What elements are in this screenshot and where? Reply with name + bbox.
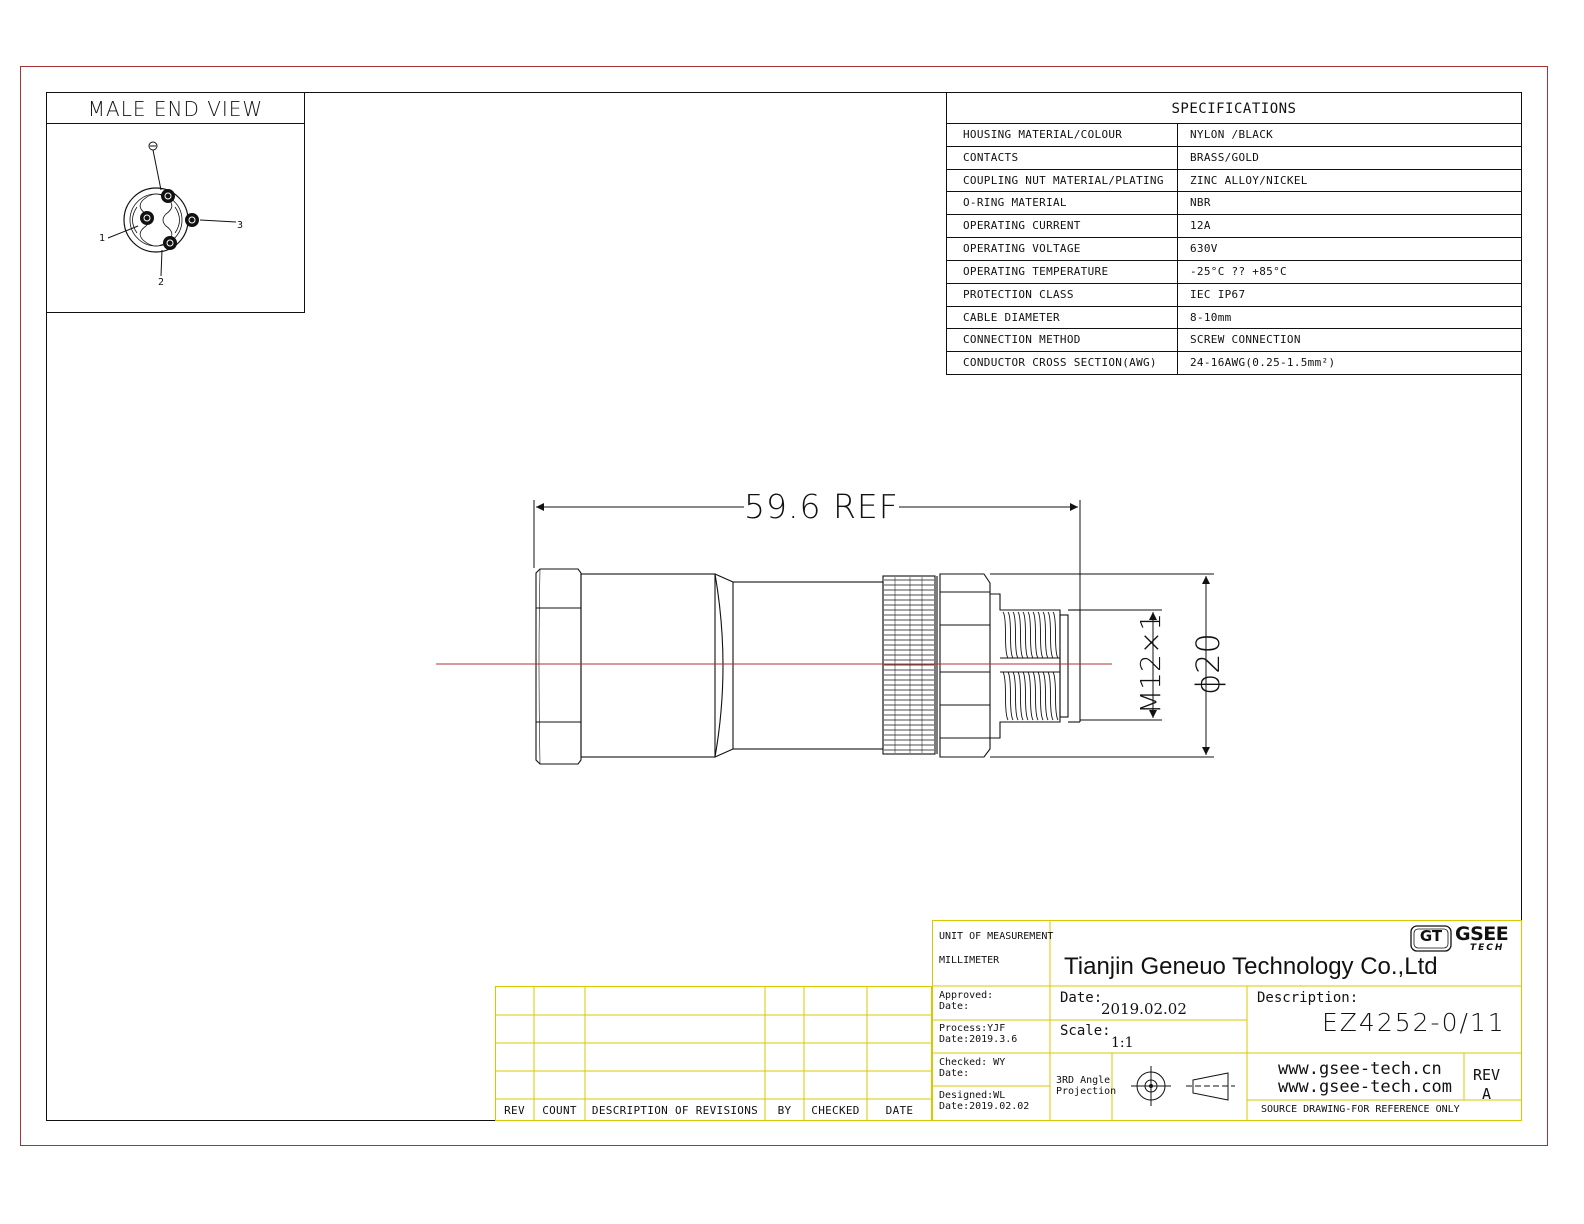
spec-row-divider (947, 214, 1521, 216)
rev-col-count: COUNT (542, 1104, 577, 1117)
rev-col-date: DATE (885, 1104, 914, 1117)
spec-row-divider (947, 282, 1521, 284)
rev-col-rev: REV (504, 1104, 525, 1117)
male-end-view-title: MALE END VIEW (87, 97, 264, 121)
spec-label: PROTECTION CLASS (963, 287, 1074, 301)
date-value: 2019.02.02 (1101, 1000, 1187, 1018)
spec-value: SCREW CONNECTION (1190, 333, 1301, 347)
pin-label-1: 1 (99, 233, 106, 244)
spec-value: 12A (1190, 219, 1211, 233)
approved-label: Approved: (939, 990, 994, 1001)
designed-date: Date:2019.02.02 (939, 1101, 1030, 1112)
pin-label-3: 3 (237, 220, 244, 231)
spec-value: 24-16AWG(0.25-1.5mm²) (1190, 356, 1336, 370)
spec-row-divider (947, 305, 1521, 307)
checked-date: Date: (939, 1068, 970, 1079)
spec-value: 8-10mm (1190, 310, 1232, 324)
diameter-dimension: ϕ20 (1189, 633, 1227, 695)
scale-label: Scale: (1060, 1023, 1111, 1039)
title-block (932, 920, 1522, 1121)
company-name: Tianjin Geneuo Technology Co.,Ltd (1064, 953, 1438, 980)
spec-label: CABLE DIAMETER (963, 310, 1060, 324)
rev-col-checked: CHECKED (811, 1104, 860, 1117)
logo-subtext: TECH (1470, 943, 1505, 953)
unit-label: UNIT OF MEASUREMENT (939, 931, 1054, 942)
spec-row-divider (947, 191, 1521, 193)
projection-label-2: Projection (1056, 1086, 1117, 1097)
spec-row-divider (947, 328, 1521, 330)
spec-value: 630V (1190, 242, 1218, 256)
description-label: Description: (1257, 990, 1359, 1006)
logo-text: GSEE (1455, 923, 1509, 945)
outer-frame (20, 66, 1548, 1146)
spec-row-divider (947, 145, 1521, 147)
checked-label: Checked: WY (939, 1057, 1006, 1068)
spec-value: -25°C ?? +85°C (1190, 264, 1287, 278)
male-end-view-panel: MALE END VIEW (46, 92, 305, 313)
rev-col-by: BY (777, 1104, 792, 1117)
logo-mark: GT (1419, 927, 1443, 945)
spec-label: CONTACTS (963, 150, 1019, 164)
spec-label: OPERATING CURRENT (963, 219, 1081, 233)
spec-row-divider (947, 237, 1521, 239)
spec-value: NBR (1190, 196, 1211, 210)
spec-label: CONDUCTOR CROSS SECTION(AWG) (963, 356, 1157, 370)
website-cn: www.gsee-tech.cn (1278, 1059, 1442, 1079)
scale-value: 1:1 (1111, 1035, 1134, 1051)
thread-dimension: M12×1 (1134, 612, 1167, 714)
part-number: EZ4252-0/11 (1322, 1008, 1506, 1037)
specifications-title: SPECIFICATIONS (1171, 101, 1297, 117)
spec-label: OPERATING VOLTAGE (963, 242, 1081, 256)
spec-label: OPERATING TEMPERATURE (963, 264, 1109, 278)
rev-label: REV (1473, 1066, 1501, 1084)
length-dimension: 59.6 REF (744, 487, 899, 526)
rev-value: A (1482, 1085, 1492, 1103)
pin-label-2: 2 (158, 277, 165, 288)
spec-label: COUPLING NUT MATERIAL/PLATING (963, 173, 1164, 187)
source-note: SOURCE DRAWING-FOR REFERENCE ONLY (1261, 1104, 1460, 1115)
designed-label: Designed:WL (939, 1090, 1006, 1101)
projection-label-1: 3RD Angle (1056, 1075, 1111, 1086)
spec-value: IEC IP67 (1190, 287, 1246, 301)
specifications-table: SPECIFICATIONS HOUSING MATERIAL/COLOUR NY… (946, 92, 1522, 375)
website-com: www.gsee-tech.com (1278, 1077, 1452, 1097)
revision-table (495, 986, 932, 1121)
spec-row-divider (947, 351, 1521, 353)
spec-row-divider (947, 259, 1521, 261)
spec-value: BRASS/GOLD (1190, 150, 1260, 164)
spec-value: ZINC ALLOY/NICKEL (1190, 173, 1308, 187)
unit-value: MILLIMETER (939, 955, 1000, 966)
spec-label: O-RING MATERIAL (963, 196, 1067, 210)
process-label: Process:YJF (939, 1023, 1006, 1034)
approved-date: Date: (939, 1001, 970, 1012)
process-date: Date:2019.3.6 (939, 1034, 1018, 1045)
rev-col-description: DESCRIPTION OF REVISIONS (591, 1104, 759, 1117)
date-label: Date: (1060, 990, 1103, 1006)
spec-value: NYLON /BLACK (1190, 128, 1274, 141)
spec-label: HOUSING MATERIAL/COLOUR (963, 128, 1123, 141)
spec-label: CONNECTION METHOD (963, 333, 1081, 347)
spec-row-divider (947, 168, 1521, 170)
